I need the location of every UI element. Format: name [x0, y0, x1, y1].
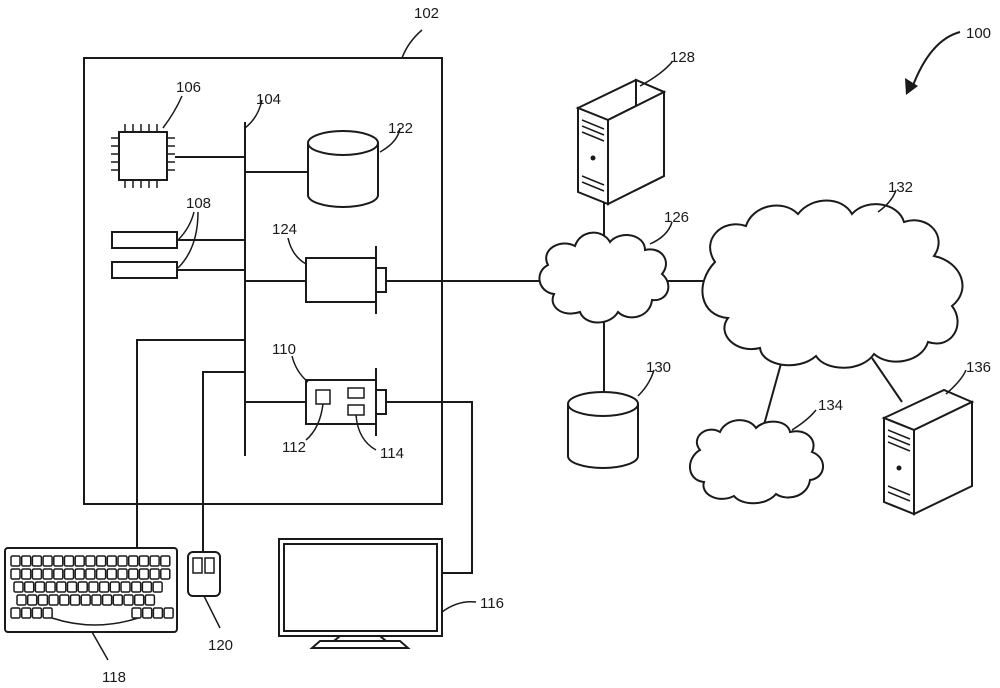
server-136-led [897, 466, 902, 471]
adapter-port [376, 268, 386, 292]
monitor-stand [312, 641, 408, 648]
label-122: 122 [388, 120, 413, 137]
label-102: 102 [414, 5, 439, 22]
memory-module-icon: 108 [112, 195, 245, 278]
label-106: 106 [176, 79, 201, 96]
leader-102 [402, 30, 422, 58]
label-128: 128 [670, 49, 695, 66]
adapter-card [306, 258, 376, 302]
label-130: 130 [646, 359, 671, 376]
mouse-cable [203, 372, 245, 552]
leader-108-a [178, 212, 194, 240]
label-110: 110 [272, 341, 296, 358]
server-tower-icon: 128 [578, 49, 695, 204]
database-130-top [568, 392, 638, 416]
label-116: 116 [480, 595, 504, 612]
monitor-frame [279, 539, 442, 636]
label-104: 104 [256, 91, 281, 108]
reference-arrow [912, 32, 960, 88]
label-132: 132 [888, 179, 913, 196]
leader-134 [792, 410, 816, 430]
cloud-134-shape [690, 420, 823, 503]
leader-118 [92, 632, 108, 660]
label-118: 118 [102, 669, 126, 686]
leader-124 [288, 238, 306, 264]
monitor-icon: 116 [279, 539, 504, 648]
processor-body [119, 132, 167, 180]
processor-pins [111, 124, 175, 188]
cloud-126-shape [539, 233, 668, 323]
system-reference: 100 [905, 25, 991, 95]
label-136: 136 [966, 359, 991, 376]
leader-106 [163, 96, 182, 128]
label-112: 112 [282, 439, 306, 456]
label-126: 126 [664, 209, 689, 226]
memory-module-2 [112, 262, 177, 278]
cloud-132-shape [702, 201, 962, 368]
leader-136 [946, 370, 966, 394]
leader-128 [640, 62, 672, 86]
cloud-132-to-136-link [872, 358, 902, 402]
leader-110 [292, 356, 308, 382]
label-100: 100 [966, 25, 991, 42]
server-128-led [591, 156, 596, 161]
io-port [376, 390, 386, 414]
label-134: 134 [818, 397, 843, 414]
server-tower-icon-right: 136 [884, 359, 991, 514]
network-cloud-icon: 126 [539, 198, 712, 396]
leader-120 [204, 596, 220, 628]
label-108: 108 [186, 195, 211, 212]
label-114: 114 [380, 445, 404, 462]
storage-database-icon: 122 [245, 120, 413, 207]
label-124: 124 [272, 221, 297, 238]
network-card-icon: 124 [245, 221, 545, 314]
label-120: 120 [208, 637, 233, 654]
processor-chip-icon: 106 [111, 79, 245, 188]
database-cylinder-icon: 130 [568, 359, 671, 468]
memory-module-1 [112, 232, 177, 248]
keyboard-icon: 118 [5, 548, 177, 686]
internet-cloud-icon: 132 [702, 179, 962, 432]
mouse-icon: 120 [188, 552, 233, 654]
leader-116 [442, 602, 476, 612]
storage-top [308, 131, 378, 155]
